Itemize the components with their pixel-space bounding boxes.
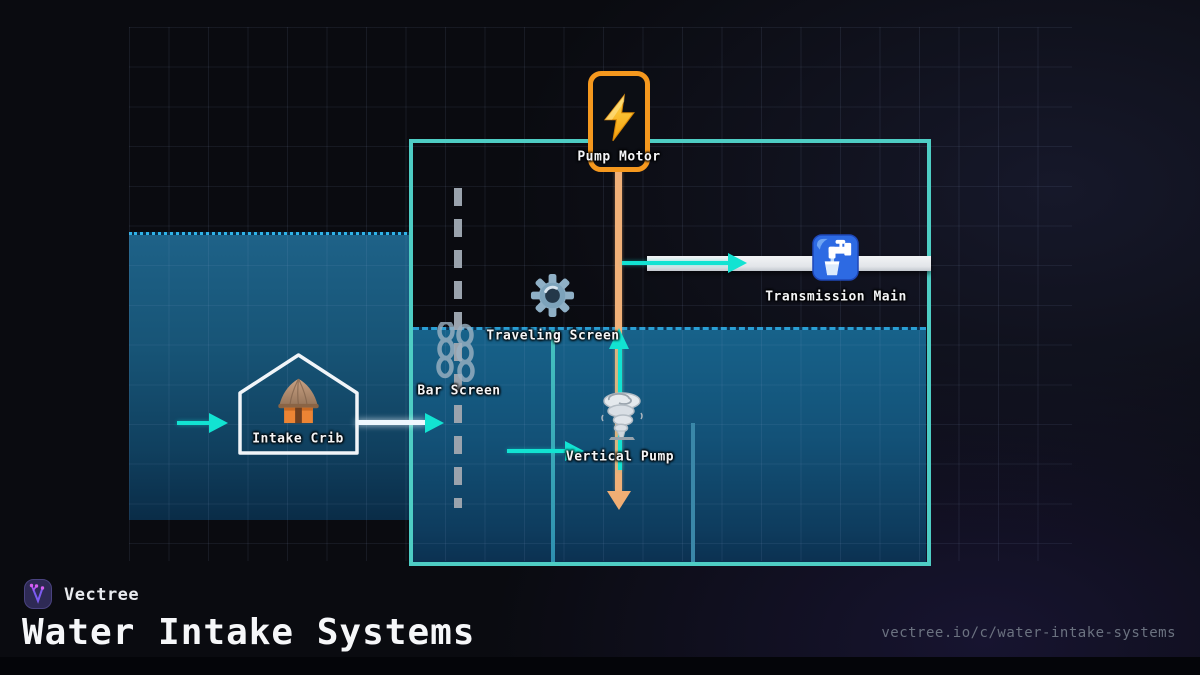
lake-water	[129, 232, 412, 520]
flow-arrow-to-transmission-main	[622, 261, 729, 265]
pump-bay-partition-wall	[691, 423, 695, 562]
screen-partition-wall	[551, 330, 555, 562]
label-pump-motor: Pump Motor	[577, 149, 661, 165]
label-vertical-pump: Vertical Pump	[565, 449, 675, 465]
flow-arrow-crib-to-bar-screen	[356, 420, 426, 425]
flow-arrowhead-to-transmission-main	[728, 253, 747, 273]
flow-arrowhead-to-vertical-pump	[565, 441, 584, 461]
flow-arrow-into-crib	[177, 421, 210, 425]
flow-arrowhead-into-crib	[209, 413, 228, 433]
intake-structure-outline	[409, 139, 931, 566]
label-intake-crib: Intake Crib	[252, 431, 344, 447]
pump-motor-box	[588, 71, 650, 172]
chain-icon	[436, 322, 475, 382]
tornado-icon	[601, 392, 643, 440]
flow-arrowhead-up-pump-column	[609, 328, 629, 349]
footer-strip	[0, 657, 1200, 675]
hut-icon	[278, 378, 319, 424]
wet-well-water	[413, 327, 926, 565]
transmission-pipe	[647, 256, 931, 271]
page-title: Water Intake Systems	[22, 612, 476, 653]
label-traveling-screen: Traveling Screen	[486, 328, 620, 344]
flow-arrowhead-crib-to-bar-screen	[425, 413, 444, 433]
vectree-logo-icon	[24, 579, 52, 609]
pump-shaft-down-arrowhead	[607, 491, 631, 510]
flow-arrow-to-vertical-pump	[507, 449, 566, 453]
page-url: vectree.io/c/water-intake-systems	[881, 625, 1176, 641]
intake-crib-house-outline	[238, 353, 359, 455]
lightning-bolt-icon	[603, 93, 635, 142]
potable-water-icon	[812, 234, 859, 281]
gear-icon	[530, 273, 575, 318]
brand-name: Vectree	[64, 585, 140, 605]
label-bar-screen: Bar Screen	[417, 383, 501, 399]
label-transmission-main: Transmission Main	[765, 289, 907, 305]
